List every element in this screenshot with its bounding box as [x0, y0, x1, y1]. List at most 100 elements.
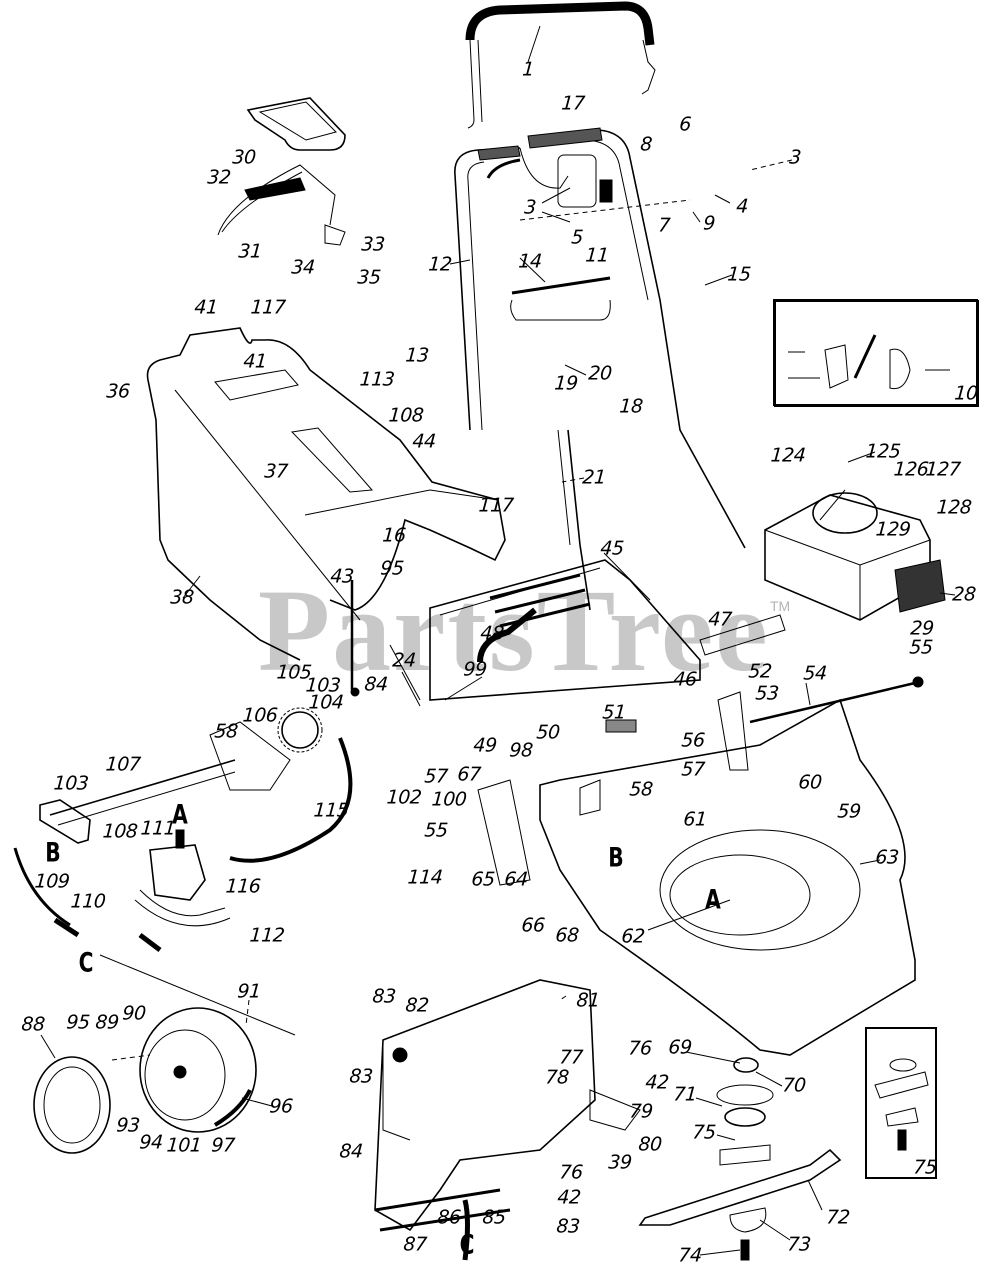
part-number-label[interactable]: 65	[470, 868, 496, 891]
part-number-label[interactable]: 117	[477, 494, 515, 517]
part-number-label[interactable]: 5	[570, 226, 584, 249]
part-number-label[interactable]: 63	[874, 846, 900, 869]
part-number-label[interactable]: 64	[503, 868, 529, 891]
part-number-label[interactable]: 42	[644, 1071, 670, 1094]
part-number-label[interactable]: 99	[462, 658, 488, 681]
part-number-label[interactable]: 75	[912, 1156, 938, 1179]
part-number-label[interactable]: 114	[406, 866, 444, 889]
part-number-label[interactable]: 70	[781, 1074, 807, 1097]
part-number-label[interactable]: 50	[535, 721, 561, 744]
part-number-label[interactable]: 12	[427, 253, 453, 276]
part-number-label[interactable]: 107	[104, 753, 142, 776]
part-number-label[interactable]: 96	[268, 1095, 294, 1118]
part-number-label[interactable]: 102	[385, 786, 423, 809]
part-number-label[interactable]: 95	[379, 557, 405, 580]
part-number-label[interactable]: 77	[558, 1046, 584, 1069]
part-number-label[interactable]: 106	[241, 704, 279, 727]
part-number-label[interactable]: 108	[387, 404, 425, 427]
part-number-label[interactable]: 46	[672, 668, 698, 691]
part-number-label[interactable]: 81	[575, 989, 601, 1012]
part-number-label[interactable]: 124	[769, 444, 807, 467]
part-number-label[interactable]: 3	[788, 146, 802, 169]
part-number-label[interactable]: 35	[356, 266, 382, 289]
part-number-label[interactable]: 95	[65, 1011, 91, 1034]
part-number-label[interactable]: 93	[115, 1114, 141, 1137]
part-number-label[interactable]: 58	[628, 778, 654, 801]
part-number-label[interactable]: 8	[639, 133, 653, 156]
part-number-label[interactable]: 45	[599, 537, 625, 560]
part-number-label[interactable]: 42	[556, 1186, 582, 1209]
part-number-label[interactable]: 9	[702, 212, 716, 235]
part-number-label[interactable]: 31	[237, 240, 263, 263]
part-number-label[interactable]: 83	[371, 985, 397, 1008]
part-number-label[interactable]: 6	[678, 113, 692, 136]
part-number-label[interactable]: 53	[754, 682, 780, 705]
part-number-label[interactable]: 87	[402, 1233, 428, 1256]
part-number-label[interactable]: 24	[391, 649, 417, 672]
part-number-label[interactable]: 84	[363, 673, 389, 696]
part-number-label[interactable]: 126	[892, 458, 930, 481]
part-number-label[interactable]: 113	[358, 368, 396, 391]
part-number-label[interactable]: 19	[553, 372, 579, 395]
part-number-label[interactable]: 103	[52, 772, 90, 795]
part-number-label[interactable]: 94	[138, 1131, 164, 1154]
part-number-label[interactable]: 98	[508, 739, 534, 762]
part-number-label[interactable]: 38	[169, 586, 195, 609]
part-number-label[interactable]: 110	[69, 890, 107, 913]
part-number-label[interactable]: 97	[210, 1134, 236, 1157]
part-number-label[interactable]: 3	[523, 196, 537, 219]
part-number-label[interactable]: 90	[121, 1002, 147, 1025]
part-number-label[interactable]: 67	[456, 763, 482, 786]
part-number-label[interactable]: 15	[726, 263, 752, 286]
part-number-label[interactable]: 109	[33, 870, 71, 893]
part-number-label[interactable]: 13	[404, 344, 430, 367]
part-number-label[interactable]: 32	[206, 166, 232, 189]
part-number-label[interactable]: 75	[691, 1121, 717, 1144]
part-number-label[interactable]: 101	[165, 1134, 203, 1157]
part-number-label[interactable]: 128	[935, 496, 973, 519]
part-number-label[interactable]: 115	[312, 799, 350, 822]
part-number-label[interactable]: 44	[411, 430, 437, 453]
part-number-label[interactable]: 60	[797, 771, 823, 794]
part-number-label[interactable]: 88	[20, 1013, 46, 1036]
part-number-label[interactable]: 52	[747, 660, 773, 683]
part-number-label[interactable]: 47	[707, 608, 733, 631]
part-number-label[interactable]: 82	[404, 994, 430, 1017]
part-number-label[interactable]: 41	[242, 350, 268, 373]
part-number-label[interactable]: 55	[423, 819, 449, 842]
part-number-label[interactable]: 11	[584, 244, 610, 267]
part-number-label[interactable]: 39	[607, 1151, 633, 1174]
part-number-label[interactable]: 51	[601, 701, 627, 724]
part-number-label[interactable]: 16	[381, 524, 407, 547]
part-number-label[interactable]: 59	[836, 800, 862, 823]
part-number-label[interactable]: 4	[735, 195, 749, 218]
part-number-label[interactable]: 100	[430, 788, 468, 811]
part-number-label[interactable]: 72	[825, 1206, 851, 1229]
part-number-label[interactable]: 68	[554, 924, 580, 947]
part-number-label[interactable]: 80	[637, 1133, 663, 1156]
part-number-label[interactable]: 76	[627, 1037, 653, 1060]
part-number-label[interactable]: 108	[101, 820, 139, 843]
part-number-label[interactable]: 17	[560, 92, 586, 115]
part-number-label[interactable]: 104	[307, 691, 345, 714]
part-number-label[interactable]: 66	[520, 914, 546, 937]
part-number-label[interactable]: 116	[224, 875, 262, 898]
part-number-label[interactable]: 34	[290, 256, 316, 279]
part-number-label[interactable]: 69	[667, 1036, 693, 1059]
part-number-label[interactable]: 84	[338, 1140, 364, 1163]
part-number-label[interactable]: 83	[555, 1215, 581, 1238]
part-number-label[interactable]: 85	[481, 1206, 507, 1229]
part-number-label[interactable]: 48	[479, 622, 505, 645]
part-number-label[interactable]: 21	[581, 466, 607, 489]
part-number-label[interactable]: 117	[249, 296, 287, 319]
part-number-label[interactable]: 43	[329, 565, 355, 588]
part-number-label[interactable]: 74	[677, 1244, 703, 1267]
part-number-label[interactable]: 86	[436, 1206, 462, 1229]
part-number-label[interactable]: 79	[628, 1100, 654, 1123]
part-number-label[interactable]: 28	[951, 583, 977, 606]
part-number-label[interactable]: 57	[680, 758, 706, 781]
part-number-label[interactable]: 33	[360, 233, 386, 256]
part-number-label[interactable]: 37	[263, 460, 289, 483]
part-number-label[interactable]: 76	[558, 1161, 584, 1184]
part-number-label[interactable]: 54	[802, 662, 828, 685]
